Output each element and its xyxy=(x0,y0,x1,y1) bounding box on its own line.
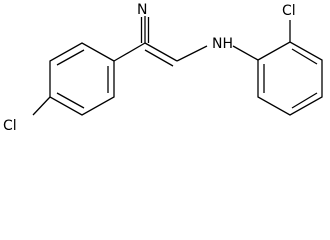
bond-vinyl-nh xyxy=(176,45,208,62)
atom-amine-nh: NH xyxy=(212,36,233,52)
bond-ring-cl-bottom xyxy=(32,96,51,116)
alkene-bond xyxy=(144,42,178,67)
atom-nitrile-n: N xyxy=(137,2,147,18)
atom-cl-bottom: Cl xyxy=(3,118,17,134)
bond-alkene-aryl xyxy=(113,42,146,62)
atom-cl-top: Cl xyxy=(282,3,296,19)
right-benzene-ring xyxy=(257,41,323,116)
bond-nh-ring xyxy=(232,45,259,61)
nitrile-bond xyxy=(140,16,150,43)
molecule-drawing: N NH Cl Cl xyxy=(3,2,323,134)
left-benzene-ring xyxy=(49,42,115,116)
structure-diagram: N NH Cl Cl xyxy=(3,2,323,134)
